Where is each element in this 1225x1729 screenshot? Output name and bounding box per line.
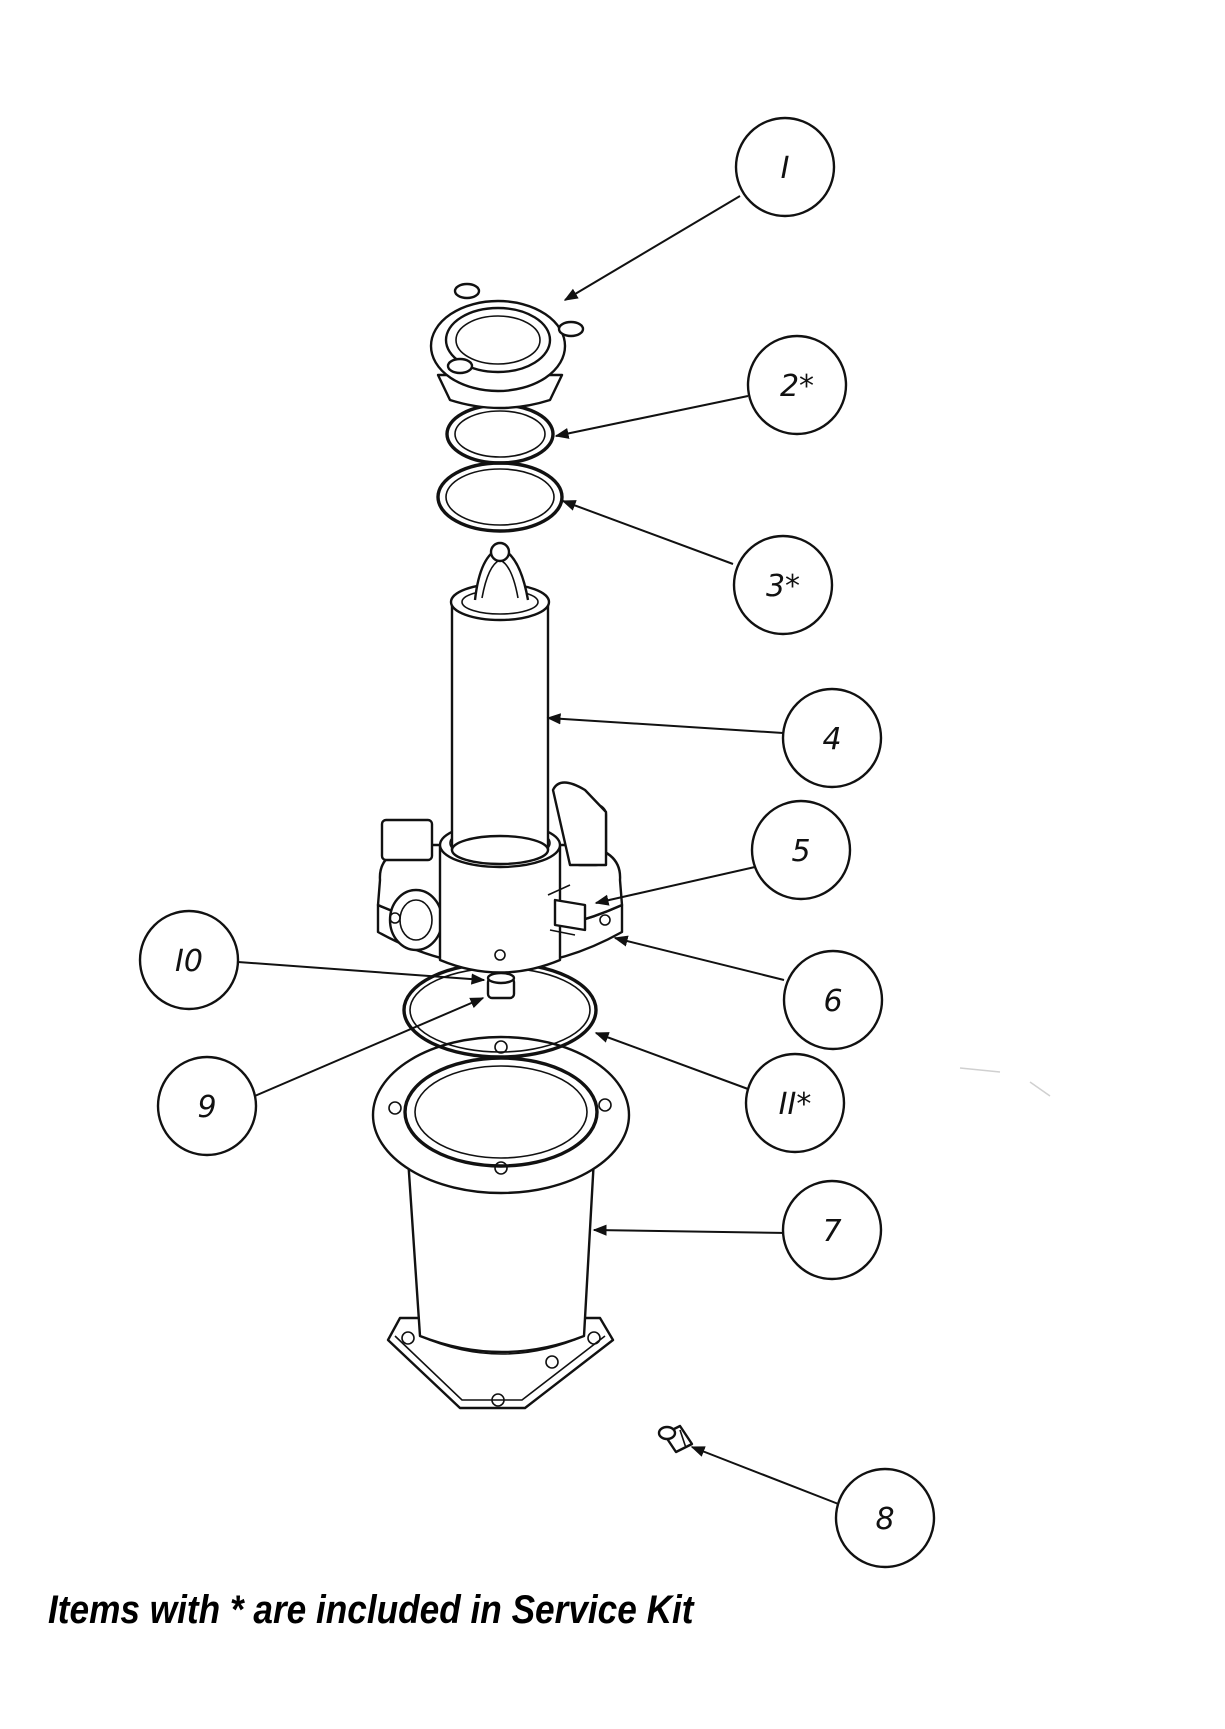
bowl-housing (371, 1035, 631, 1410)
svg-text:6: 6 (823, 984, 842, 1019)
svg-text:2*: 2* (780, 369, 814, 404)
filter-element (449, 541, 551, 866)
svg-text:9: 9 (197, 1090, 216, 1125)
callout-1: I (734, 116, 836, 218)
leader-7 (592, 1224, 789, 1236)
svg-text:4: 4 (822, 722, 841, 757)
leader-8 (690, 1446, 842, 1506)
cover-cap (429, 282, 585, 410)
leader-6 (613, 935, 785, 981)
svg-text:II*: II* (779, 1087, 812, 1122)
callout-6: 6 (782, 949, 884, 1051)
svg-text:I: I (781, 151, 790, 186)
smudge-marks (959, 1067, 1051, 1097)
svg-text:I0: I0 (175, 944, 203, 979)
leader-4 (546, 713, 784, 734)
callout-5: 5 (750, 799, 852, 901)
svg-text:8: 8 (875, 1502, 894, 1537)
service-kit-note: Items with * are included in Service Kit (48, 1588, 694, 1632)
element-oring (436, 461, 564, 533)
leader-9 (249, 997, 485, 1099)
leader-10 (237, 961, 486, 985)
callout-balloons: I 2* 3* 4 5 6 7 8 9 I0 II* (138, 116, 936, 1569)
leader-2 (554, 395, 749, 439)
callout-7: 7 (781, 1179, 883, 1281)
drain-plug (657, 1424, 694, 1454)
callout-10: I0 (138, 909, 240, 1011)
svg-text:3*: 3* (766, 569, 800, 604)
callout-3: 3* (732, 534, 834, 636)
callout-4: 4 (781, 687, 883, 789)
filter-head (376, 781, 624, 974)
leader-11 (594, 1032, 749, 1090)
callout-9: 9 (156, 1055, 258, 1157)
leader-3 (561, 500, 734, 565)
leader-lines (237, 195, 842, 1506)
svg-text:7: 7 (822, 1214, 841, 1249)
leader-5 (594, 866, 756, 906)
bypass-valve (486, 971, 516, 1000)
cap-oring (445, 403, 555, 465)
callout-2: 2* (746, 334, 848, 436)
callout-11: II* (744, 1052, 846, 1154)
leader-1 (563, 195, 741, 301)
svg-text:5: 5 (791, 834, 810, 869)
callout-8: 8 (834, 1467, 936, 1569)
